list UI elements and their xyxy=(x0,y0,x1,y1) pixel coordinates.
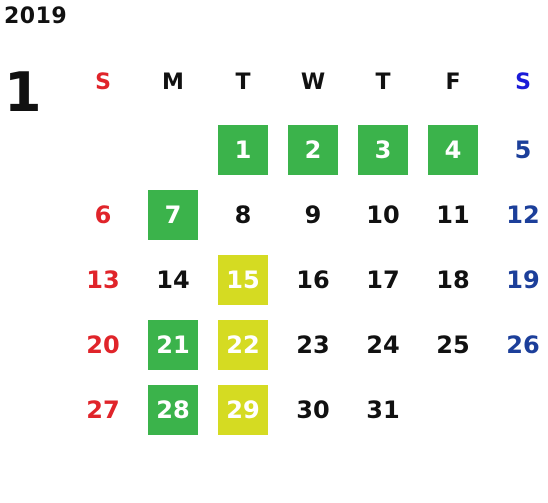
calendar-day-11: 11 xyxy=(436,201,470,229)
calendar-day-31: 31 xyxy=(366,396,400,424)
calendar-day-7: 7 xyxy=(148,190,198,240)
calendar-cell: 5 xyxy=(488,125,548,175)
calendar-cell: 1 xyxy=(208,125,278,175)
calendar-day-14: 14 xyxy=(156,266,190,294)
calendar-day-16: 16 xyxy=(296,266,330,294)
calendar-cell: 23 xyxy=(278,320,348,370)
calendar-week-row: 20 21 22 23 24 25 26 xyxy=(68,320,548,370)
weekday-sunday: S xyxy=(95,69,111,95)
weekday-saturday: S xyxy=(515,69,531,95)
calendar-day-25: 25 xyxy=(436,331,470,359)
calendar-day-30: 30 xyxy=(296,396,330,424)
calendar-cell: 30 xyxy=(278,385,348,435)
calendar-day-1: 1 xyxy=(218,125,268,175)
calendar-cell: 10 xyxy=(348,190,418,240)
calendar-day-5: 5 xyxy=(514,136,532,164)
calendar-day-20: 20 xyxy=(86,331,120,359)
calendar-day-28: 28 xyxy=(148,385,198,435)
calendar-cell: 24 xyxy=(348,320,418,370)
weekday-header-row: S M T W T F S xyxy=(68,62,548,102)
calendar-day-22: 22 xyxy=(218,320,268,370)
weekday-tuesday: T xyxy=(235,69,251,95)
calendar-day-6: 6 xyxy=(94,201,112,229)
calendar-cell: 2 xyxy=(278,125,348,175)
calendar-day-18: 18 xyxy=(436,266,470,294)
calendar-week-row: 6 7 8 9 10 11 12 xyxy=(68,190,548,240)
calendar-cell: 15 xyxy=(208,255,278,305)
calendar-cell: 8 xyxy=(208,190,278,240)
calendar-week-row: 13 14 15 16 17 18 19 xyxy=(68,255,548,305)
calendar-cell: 26 xyxy=(488,320,548,370)
calendar-day-23: 23 xyxy=(296,331,330,359)
calendar-day-4: 4 xyxy=(428,125,478,175)
calendar-day-27: 27 xyxy=(86,396,120,424)
calendar-day-10: 10 xyxy=(366,201,400,229)
calendar-day-13: 13 xyxy=(86,266,120,294)
calendar-cell: 7 xyxy=(138,190,208,240)
calendar-cell: 20 xyxy=(68,320,138,370)
calendar-week-row: 27 28 29 30 31 xyxy=(68,385,548,435)
calendar-day-17: 17 xyxy=(366,266,400,294)
calendar-day-9: 9 xyxy=(304,201,322,229)
calendar-day-24: 24 xyxy=(366,331,400,359)
calendar-cell: 6 xyxy=(68,190,138,240)
calendar-day-8: 8 xyxy=(234,201,252,229)
calendar-cell: 9 xyxy=(278,190,348,240)
calendar-cell xyxy=(138,125,208,175)
calendar-cell: 27 xyxy=(68,385,138,435)
calendar-cell: 4 xyxy=(418,125,488,175)
calendar-day-2: 2 xyxy=(288,125,338,175)
calendar-day-29: 29 xyxy=(218,385,268,435)
weekday-monday: M xyxy=(162,69,184,95)
calendar-cell: 13 xyxy=(68,255,138,305)
calendar-cell: 25 xyxy=(418,320,488,370)
calendar-day-3: 3 xyxy=(358,125,408,175)
calendar-day-12: 12 xyxy=(506,201,540,229)
year-label: 2019 xyxy=(4,4,68,29)
calendar-cell xyxy=(418,385,488,435)
calendar-cell: 22 xyxy=(208,320,278,370)
weekday-wednesday: W xyxy=(300,69,326,95)
calendar-day-21: 21 xyxy=(148,320,198,370)
calendar-day-19: 19 xyxy=(506,266,540,294)
calendar-cell: 18 xyxy=(418,255,488,305)
calendar-cell: 31 xyxy=(348,385,418,435)
calendar-cell xyxy=(488,385,548,435)
calendar-cell xyxy=(68,125,138,175)
calendar-cell: 28 xyxy=(138,385,208,435)
calendar-day-26: 26 xyxy=(506,331,540,359)
calendar-cell: 3 xyxy=(348,125,418,175)
weekday-friday: F xyxy=(445,69,461,95)
calendar-cell: 19 xyxy=(488,255,548,305)
calendar-cell: 11 xyxy=(418,190,488,240)
calendar-day-15: 15 xyxy=(218,255,268,305)
calendar-cell: 17 xyxy=(348,255,418,305)
calendar-cell: 29 xyxy=(208,385,278,435)
calendar-cell: 21 xyxy=(138,320,208,370)
weekday-thursday: T xyxy=(375,69,391,95)
month-number: 1 xyxy=(4,61,42,124)
calendar-cell: 14 xyxy=(138,255,208,305)
calendar-cell: 12 xyxy=(488,190,548,240)
calendar-cell: 16 xyxy=(278,255,348,305)
